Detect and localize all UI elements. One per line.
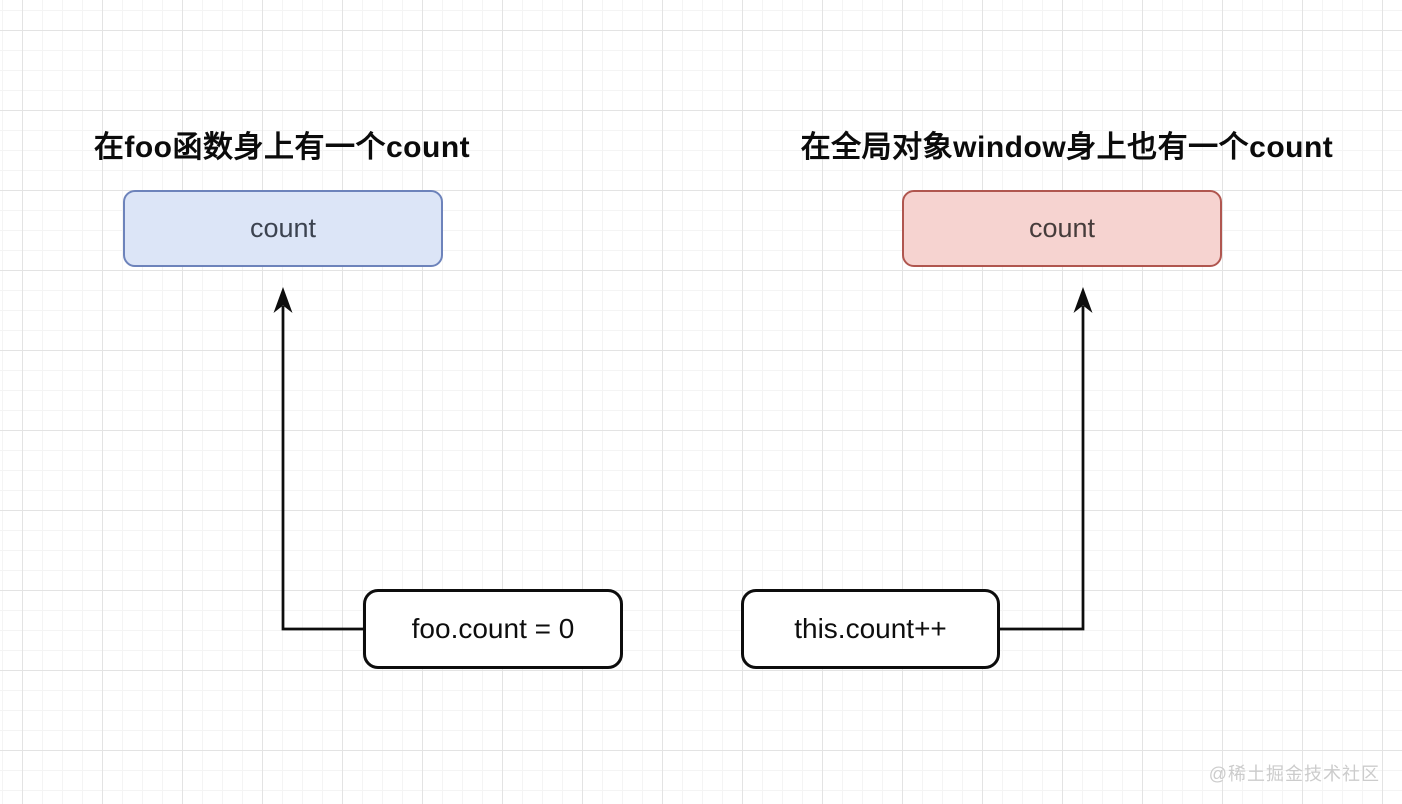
right-heading: 在全局对象window身上也有一个count xyxy=(800,131,1334,164)
right-arrow-connector xyxy=(1000,287,1093,631)
this-count-code-box: this.count++ xyxy=(741,589,1000,669)
left-arrow-connector xyxy=(273,287,363,631)
window-count-node-label: count xyxy=(1028,213,1096,243)
foo-count-code-label: foo.count = 0 xyxy=(411,613,575,644)
watermark: @稀土掘金技术社区 xyxy=(1208,764,1380,784)
foo-count-node: count xyxy=(123,190,443,267)
this-count-code-label: this.count++ xyxy=(794,613,947,644)
left-arrowhead-icon xyxy=(273,287,293,313)
right-arrowhead-icon xyxy=(1073,287,1093,313)
left-arrow-line xyxy=(281,306,363,631)
foo-count-code-box: foo.count = 0 xyxy=(363,589,623,669)
foo-count-node-label: count xyxy=(249,213,317,243)
right-arrow-line xyxy=(1000,306,1085,631)
window-count-node: count xyxy=(902,190,1222,267)
left-heading: 在foo函数身上有一个count xyxy=(93,131,471,164)
